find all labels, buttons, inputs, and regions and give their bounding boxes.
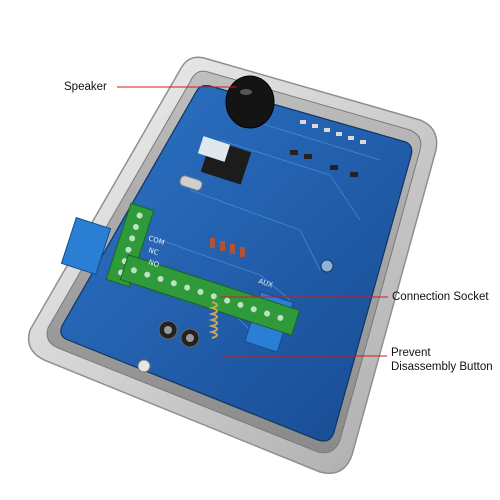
board-text-no: NO	[147, 258, 160, 269]
speaker-highlight	[240, 89, 252, 95]
screw-hole	[137, 359, 151, 373]
callout-label-prevent: Prevent	[391, 347, 431, 359]
connection-socket	[119, 254, 301, 336]
crystal-oscillator	[179, 175, 203, 191]
label-sticker	[197, 136, 231, 162]
capacitors	[158, 320, 200, 348]
mounting-hole	[320, 259, 334, 273]
board-text-nc: NC	[147, 246, 159, 257]
speaker-buzzer	[225, 75, 275, 129]
pcb-board	[60, 85, 413, 442]
callout-lines	[117, 86, 388, 357]
callout-label-disassembly-button: Disassembly Button	[391, 361, 493, 373]
callout-label-speaker: Speaker	[64, 81, 107, 93]
smd-components	[210, 120, 366, 257]
relay-left	[60, 216, 112, 276]
disassembly-button-spring	[208, 301, 218, 339]
callout-label-connection-socket: Connection Socket	[392, 291, 489, 303]
